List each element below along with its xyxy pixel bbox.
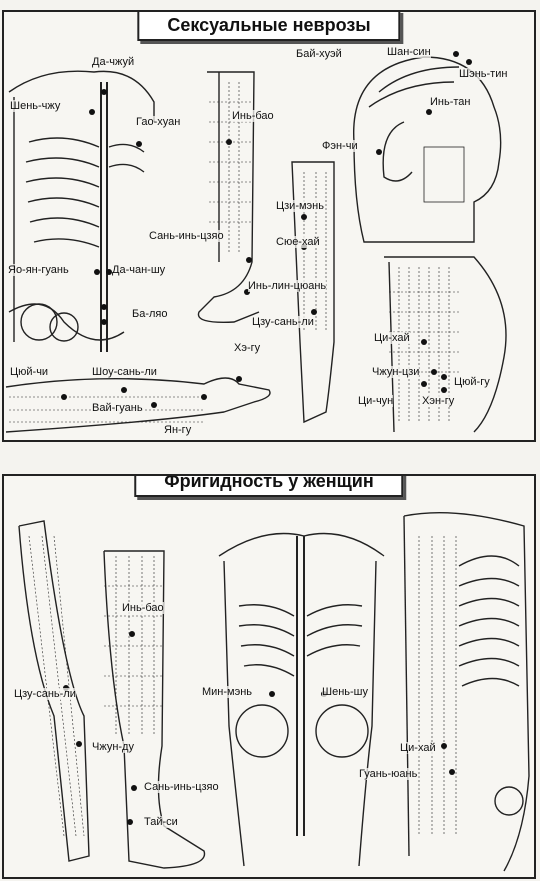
point-label: Да-чжуй [92, 56, 135, 68]
point-label: Ци-хай [374, 332, 410, 344]
point-label: Сюе-хай [276, 236, 320, 248]
point-label: Ци-чун [358, 395, 394, 407]
point-label: Фэн-чи [322, 140, 358, 152]
point-label: Чжун-цзи [372, 366, 420, 378]
point-label: Гуань-юань [359, 768, 418, 780]
point-label: Инь-бао [122, 602, 164, 614]
point-label: Шэнь-тин [459, 68, 508, 80]
point-label: Тай-си [144, 816, 178, 828]
point-label: Цюй-чи [10, 366, 49, 378]
point-label: Инь-бао [232, 110, 274, 122]
point-label: Цзу-сань-ли [14, 688, 76, 700]
point-label: Ян-гу [164, 424, 192, 436]
point-label: Цзи-мэнь [276, 200, 324, 212]
point-label: Мин-мэнь [202, 686, 253, 698]
point-label: Шан-син [387, 46, 431, 58]
point-label: Шоу-сань-ли [92, 366, 157, 378]
point-label: Хэн-гу [422, 395, 455, 407]
point-label: Вай-гуань [92, 402, 143, 414]
point-label: Сань-инь-цзяо [144, 781, 219, 793]
point-label: Инь-тан [430, 96, 471, 108]
point-label: Ба-ляо [132, 308, 168, 320]
point-label: Цюй-гу [454, 376, 490, 388]
point-label: Шень-чжу [10, 100, 61, 112]
point-label: Сань-инь-цзяо [149, 230, 224, 242]
point-label: Цзу-сань-ли [252, 316, 314, 328]
section-title: Фригидность у женщин [134, 476, 404, 497]
point-label: Яо-ян-гуань [8, 264, 69, 276]
point-label: Хэ-гу [234, 342, 261, 354]
point-label: Гао-хуан [136, 116, 181, 128]
section-title: Сексуальные неврозы [137, 12, 401, 41]
illustration-frigidity [18, 511, 530, 872]
point-label: Шень-шу [322, 686, 368, 698]
point-label: Инь-лин-цюань [248, 280, 327, 292]
panel-sexual-neuroses: Сексуальные неврозы Да-чжуй Шень-чжу Гао… [2, 10, 536, 442]
point-label: Ци-хай [400, 742, 436, 754]
panel-frigidity: Фригидность у женщин Инь-бао Мин-мэнь Ше… [2, 474, 536, 879]
point-label: Бай-хуэй [296, 48, 342, 60]
point-label: Да-чан-шу [112, 264, 166, 276]
point-label: Чжун-ду [92, 741, 134, 753]
